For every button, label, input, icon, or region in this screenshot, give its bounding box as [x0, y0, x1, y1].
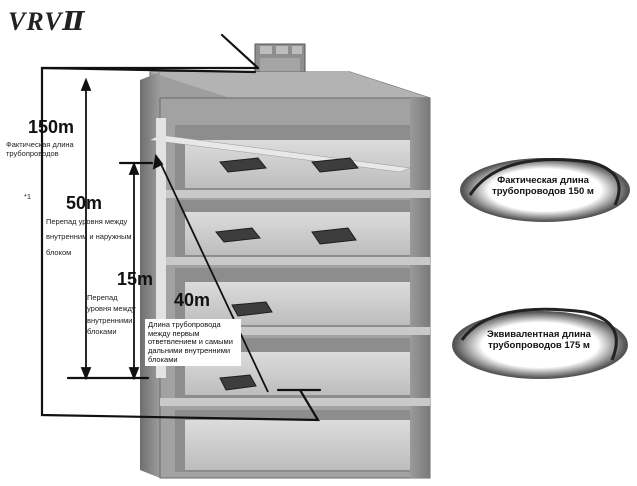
height-diff-value: 50m — [66, 193, 103, 213]
swirl-actual-label: Фактическая длина трубопроводов 150 м — [492, 175, 594, 197]
branch-length-desc: Длина трубопровода между первым ответвле… — [145, 319, 241, 367]
dimension-arrows — [80, 77, 269, 393]
swirl-equivalent-length — [452, 307, 628, 379]
building — [140, 71, 431, 479]
outdoor-unit — [254, 43, 306, 75]
indoor-diff-desc: Перепад уровня между внутренними блоками — [87, 293, 136, 336]
indoor-diff-value: 15m — [117, 269, 154, 289]
swirl-actual-length — [460, 158, 630, 222]
total-length-desc: Фактическая длина трубопроводов — [6, 140, 74, 159]
vrv-logo: VRVⅡ — [8, 7, 86, 36]
height-diff-desc: Перепад уровня между внутренним и наружн… — [46, 217, 132, 257]
indoor-units — [215, 157, 359, 391]
floor-2 — [160, 200, 430, 265]
branch-length-value: 40m — [174, 290, 211, 310]
swirl-equivalent-label: Эквивалентная длина трубопроводов 175 м — [487, 329, 591, 351]
floor-1 — [160, 125, 430, 198]
pipe-lines — [40, 33, 322, 422]
footnote-mark: *1 — [24, 192, 32, 201]
total-length-value: 150m — [28, 117, 75, 137]
